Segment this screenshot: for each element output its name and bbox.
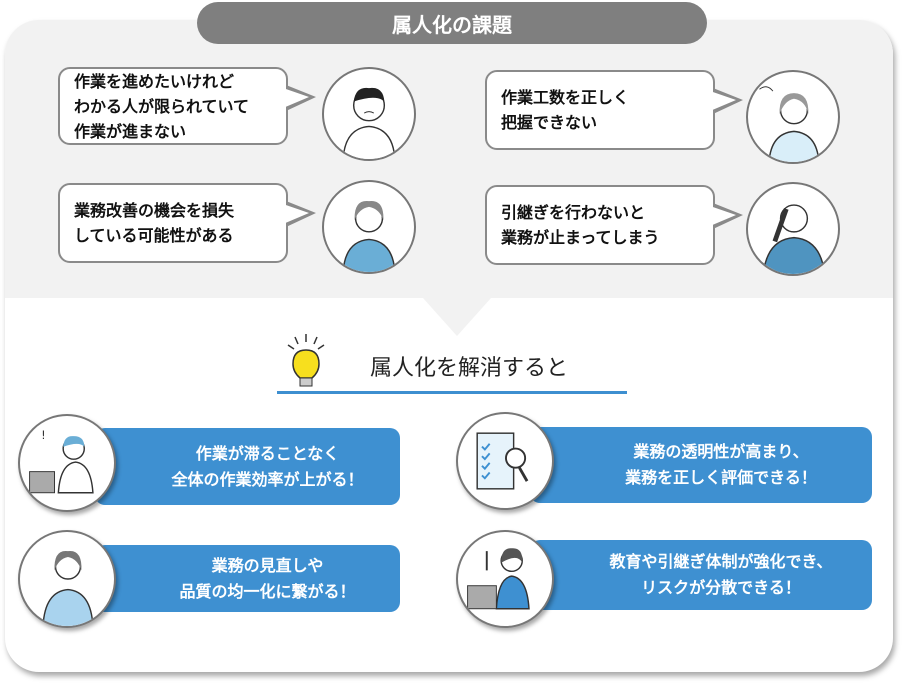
lightbulb-icon: [285, 332, 327, 392]
solution-heading: 属人化を解消すると: [370, 356, 569, 381]
benefit-line: 業務を正しく評価できる！: [625, 468, 817, 487]
teaching-woman-illustration: [456, 530, 554, 628]
svg-text:!: !: [41, 428, 46, 442]
laptop-worker-illustration: !: [18, 414, 116, 512]
bubble-line: 作業を進めたいけれど: [74, 71, 235, 91]
bubble-tail: [283, 201, 316, 227]
benefit-card: 業務の透明性が高まり、業務を正しく評価できる！: [530, 427, 872, 503]
checklist-magnifier-illustration: [456, 412, 554, 510]
benefit-line: 業務の透明性が高まり、: [633, 442, 809, 461]
section-title-text: 属人化の課題: [392, 12, 512, 37]
bubble-line: 業務改善の機会を損失: [74, 201, 235, 220]
benefit-line: 業務の見直しや: [211, 555, 324, 575]
benefit-card: 業務の見直しや品質の均一化に繋がる！: [95, 545, 400, 612]
bubble-tail: [710, 88, 743, 114]
benefit-line: 品質の均一化に繋がる！: [179, 581, 356, 601]
bubble-line: 引継ぎを行わないと: [501, 203, 646, 222]
bubble-tail: [710, 203, 743, 229]
benefit-card: 作業が滞ることなく全体の作業効率が上がる！: [95, 428, 400, 505]
happy-woman-illustration: [18, 530, 116, 628]
problem-bubble: 作業工数を正しく把握できない: [485, 70, 743, 150]
bubble-line: している可能性がある: [74, 226, 234, 245]
benefit-line: 教育や引継ぎ体制が強化でき、: [609, 552, 833, 571]
stressed-man-illustration: [746, 182, 840, 276]
down-arrow-icon: [423, 298, 491, 336]
problem-bubble: 引継ぎを行わないと業務が止まってしまう: [485, 185, 743, 265]
bubble-line: 把握できない: [501, 113, 598, 132]
troubled-woman-illustration: [322, 180, 416, 274]
problem-bubble: 作業を進めたいけれどわかる人が限られていて作業が進まない: [58, 67, 316, 145]
benefit-card: 教育や引継ぎ体制が強化でき、リスクが分散できる！: [530, 540, 872, 610]
bubble-line: わかる人が限られていて: [74, 96, 250, 116]
benefit-line: 作業が滞ることなく: [195, 443, 340, 463]
worried-man-illustration: [322, 67, 416, 161]
bubble-line: 作業が進まない: [74, 121, 187, 141]
problem-bubble: 業務改善の機会を損失している可能性がある: [58, 183, 316, 263]
heading-underline: [277, 391, 627, 394]
bubble-line: 作業工数を正しく: [501, 88, 630, 107]
benefit-line: 全体の作業効率が上がる！: [171, 469, 364, 489]
bubble-line: 業務が止まってしまう: [501, 228, 660, 247]
confused-woman-illustration: [746, 70, 840, 164]
section-title: 属人化の課題: [197, 2, 707, 44]
bubble-tail: [283, 85, 316, 111]
benefit-line: リスクが分散できる！: [641, 578, 801, 597]
